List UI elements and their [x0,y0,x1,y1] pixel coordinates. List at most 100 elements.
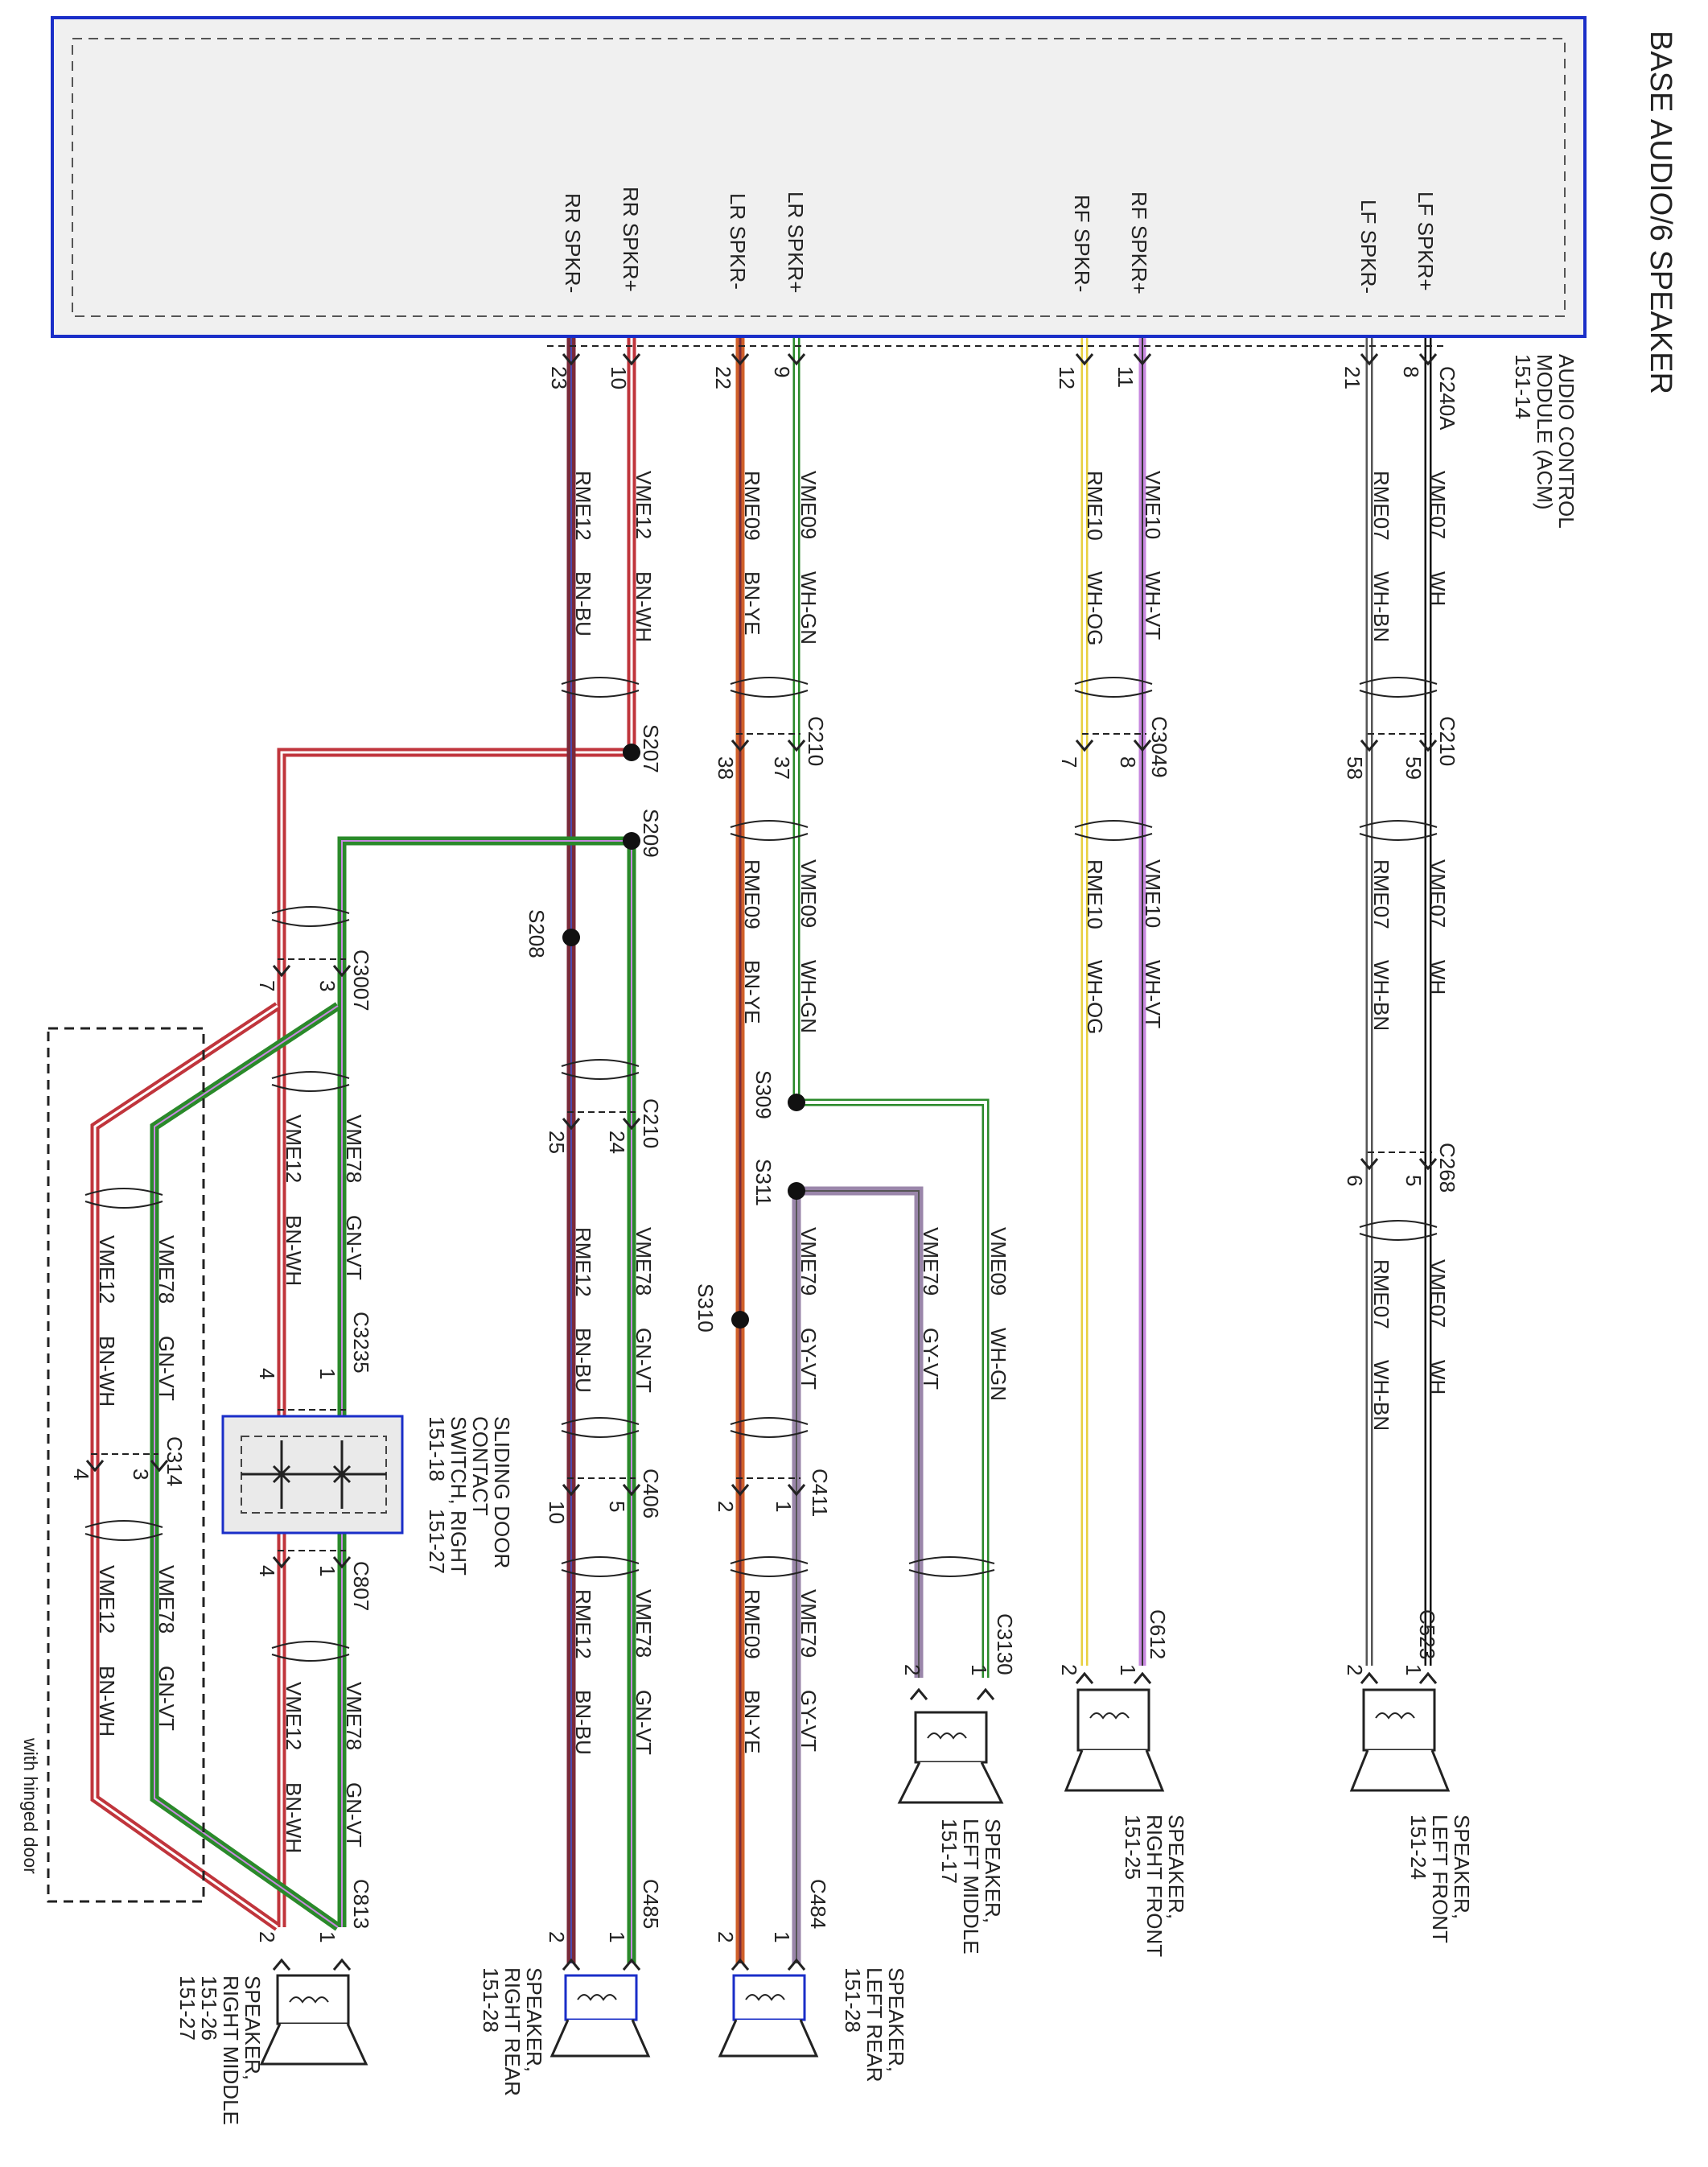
pin-c612-2: 2 [1057,1664,1081,1675]
wire-label-lr-out-color-2: GY-VT [796,1690,821,1752]
wire-label-rr-out-circuit-2: VME78 [632,1589,656,1658]
wire-label-rf-pos-circuit-2: VME10 [1141,859,1165,928]
pin-c210-37: 37 [770,756,794,780]
splice-s310 [731,1311,749,1329]
wire-label-rm-pos-circuit-1: VME12 [282,1114,306,1183]
wire-label-rm-out-circuit-2: VME78 [342,1682,366,1750]
switch-label-line3: SWITCH, RIGHT [447,1416,471,1576]
pin-c3007-3: 3 [315,980,340,991]
pin-label-rf-pos: RF SPKR+ [1127,192,1151,295]
connector-c406: C406 [639,1469,663,1518]
speaker-rm-ref1: 151-26 [197,1975,221,2041]
wire-label-lr-pos-color-2: WH-GN [796,960,821,1033]
module-ref: 151-14 [1511,354,1535,419]
switch-label-line2: CONTACT [468,1416,492,1516]
wire-label-lr-pos-color-1: WH-GN [796,571,821,645]
speaker-rr-line1: SPEAKER, [522,1967,546,2072]
wire-label-hinged-out-circuit-1: VME78 [154,1235,179,1304]
wire-rr-pos [277,338,636,966]
connector-c210-lr: C210 [804,716,828,766]
wire-label-lr-neg-circuit-1: RME09 [740,471,764,541]
connector-c484: C484 [806,1879,830,1929]
inline-connector-arrows [85,739,1438,1569]
pin-c411-1: 1 [772,1501,796,1512]
switch-contacts [241,1440,386,1509]
pin-c484-1: 1 [770,1931,794,1942]
splice-label-s311: S311 [751,1159,776,1206]
wire-rr-out-branch [337,836,632,966]
splice-label-s207: S207 [639,724,663,773]
wire-label-rf-neg-circuit-2: RME10 [1083,859,1107,929]
splice-s309 [788,1094,805,1111]
wire-label-lf-neg-color-2: WH-BN [1369,960,1393,1031]
speaker-lf-line1: SPEAKER, [1450,1815,1474,1919]
pin-c807-4: 4 [255,1565,279,1576]
wire-label-rf-neg-circuit-1: RME10 [1083,471,1107,541]
wire-label-lf-pos-circuit-1: VME07 [1426,471,1450,539]
wire-label-rm-out-color-2: GN-VT [342,1782,366,1848]
wire-label-lm-pos-circuit: VME09 [986,1227,1010,1296]
wire-label-rr-neg-circuit-3: RME12 [571,1589,595,1659]
speaker-rr-ref: 151-28 [479,1967,503,2033]
connector-c612: C612 [1146,1609,1170,1659]
pin-label-lr-pos: LR SPKR+ [784,192,808,293]
wire-label-rf-pos-color-2: WH-VT [1141,960,1165,1028]
wire-label-hinged-pos-color-1: BN-WH [95,1336,119,1407]
connector-c813: C813 [349,1879,373,1929]
wire-label-rf-neg-color-1: WH-OG [1083,571,1107,645]
connector-c3007: C3007 [349,950,373,1011]
wire-label-lf-neg-circuit-1: RME07 [1369,471,1393,541]
wire-label-rr-neg-circuit-1: RME12 [571,471,595,541]
connector-c485: C485 [639,1879,663,1929]
wire-label-rm-out-color-1: GN-VT [342,1215,366,1280]
twist-markers [84,677,1438,1662]
speaker-rm-line1: SPEAKER, [241,1975,265,2080]
pin-label-rr-neg: RR SPKR- [561,193,585,293]
pin-c485-1: 1 [605,1931,629,1942]
pin-c314-4: 4 [69,1469,93,1480]
pin-c210-38: 38 [714,756,738,780]
wire-label-lr-neg-color-2: BN-YE [740,960,764,1024]
connector-c210-rr: C210 [639,1098,663,1148]
speaker-right-front [1064,1688,1165,1792]
pin-c485-2: 2 [545,1931,569,1942]
splice-label-s208: S208 [525,909,549,958]
wire-group [90,338,1432,1963]
speaker-right-rear [549,1974,651,2058]
wire-label-rr-out-circuit-1: VME78 [632,1227,656,1296]
pin-c3049-8: 8 [1116,756,1140,768]
wire-label-rf-neg-color-2: WH-OG [1083,960,1107,1034]
wire-label-rr-neg-color-3: BN-BU [571,1690,595,1755]
speaker-connector-arrows [272,1671,1438,1971]
pin-c523-2: 2 [1343,1664,1367,1675]
pin-num-22: 22 [711,366,735,389]
speaker-right-middle [259,1974,368,2066]
wire-label-lr-out-circuit-2: VME79 [796,1589,821,1658]
wire-label-rf-pos-color-1: WH-VT [1141,571,1165,640]
wire-label-hinged-pos-color-2: BN-WH [95,1666,119,1736]
pin-c3235-4: 4 [255,1368,279,1379]
wire-label-lf-pos-color-3: WH [1426,1360,1450,1395]
pin-c807-1: 1 [315,1565,340,1576]
pin-num-10: 10 [607,366,631,389]
splice-label-s309: S309 [751,1070,776,1119]
pin-num-12: 12 [1055,366,1079,389]
pin-c3049-7: 7 [1057,756,1081,768]
speaker-lr-line1: SPEAKER, [884,1967,908,2072]
pin-c3007-7: 7 [255,980,279,991]
pin-c210-59: 59 [1401,756,1426,780]
connector-c314: C314 [163,1436,187,1486]
speaker-left-front [1349,1688,1451,1792]
speaker-lr-line2: LEFT REAR [862,1967,887,2083]
wire-label-lr-out-color-1: GY-VT [796,1328,821,1390]
speaker-left-middle [897,1711,1004,1804]
module-pin-arrows [547,345,1448,366]
wire-label-rr-neg-color-2: BN-BU [571,1328,595,1393]
connector-dash-lines [91,733,1432,1551]
wire-label-lf-pos-color-1: WH [1426,571,1450,606]
wire-label-hinged-out-circuit-2: VME78 [154,1565,179,1633]
speaker-lr-ref: 151-28 [841,1967,865,2033]
speaker-lm-ref: 151-17 [937,1819,961,1884]
pin-c484-2: 2 [714,1931,738,1942]
speaker-rr-line2: RIGHT REAR [500,1967,525,2096]
